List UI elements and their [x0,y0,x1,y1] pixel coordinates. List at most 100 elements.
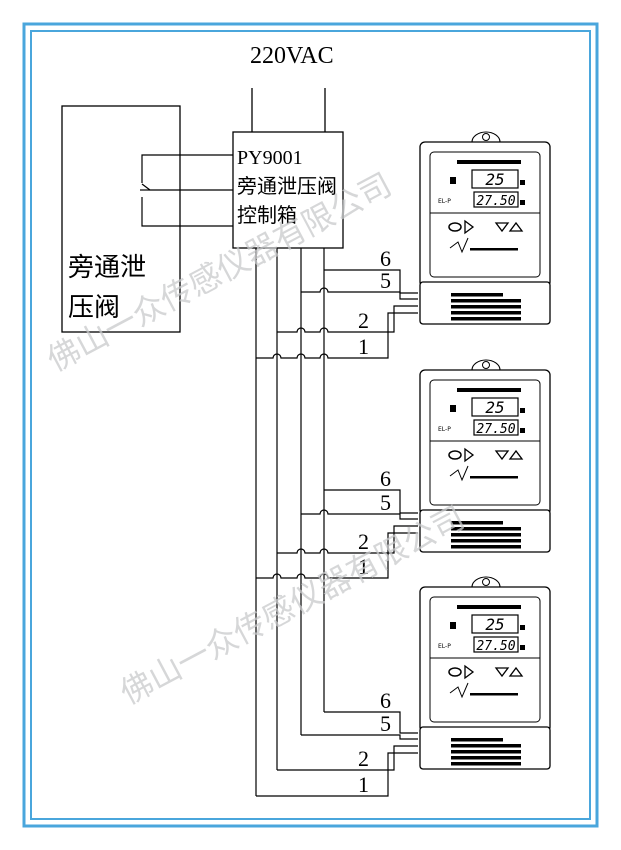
wire-label-w6: 6 [380,466,391,491]
brand-text-bar [470,693,518,696]
wire-w5-unit-3 [301,734,418,740]
display-upper [471,169,519,189]
wire-w6-unit-2 [324,489,418,514]
wire-label-w2: 2 [358,746,369,771]
wire-w5-unit-2 [301,509,418,520]
play-button-icon [464,447,475,463]
brand-logo-icon [449,682,469,699]
display-lower-value: 27.50 [476,194,515,209]
display-upper [471,397,519,417]
wire-w2-unit-2 [277,525,418,554]
set-button-icon [448,222,462,232]
meter-unit-2: 25 27.50 EL-P [419,359,551,553]
brand-logo-icon [449,237,469,254]
brand-text-bar [470,248,518,251]
display-lower [473,419,519,436]
up-button-icon [508,221,524,232]
wire-w2-unit-1 [277,305,418,333]
bus-wires [255,248,418,797]
valve-label-line1: 旁通泄 [68,253,146,282]
indicator-upper [520,180,525,185]
wire-label-w2: 2 [358,529,369,554]
display-lower [473,191,519,208]
terminal-bar [451,317,521,321]
display-lower-value: 27.50 [476,422,515,437]
meter-unit-3: 25 27.50 EL-P [419,576,551,770]
display-upper-value: 25 [485,170,504,189]
display-upper [471,614,519,634]
play-button-icon [464,664,475,680]
indicator-upper [520,408,525,413]
display-lower-value: 27.50 [476,639,515,654]
indicator-lower [520,428,525,433]
down-button-icon [494,667,510,678]
panel-left-label: EL-P [438,643,451,650]
display-upper-value: 25 [485,398,504,417]
indicator-lower [520,200,525,205]
wire-w6-unit-1 [324,269,418,294]
wire-label-w1: 1 [358,554,369,579]
terminal-bar [451,533,521,537]
panel-left-label: EL-P [438,198,451,205]
display-upper-value: 25 [485,615,504,634]
terminal-bar [451,305,521,309]
hanging-hole [482,361,490,369]
meter-title-bar [457,388,521,392]
terminal-bar [451,311,521,315]
set-button-icon [448,450,462,460]
brand-logo-icon [449,465,469,482]
meter-bezel [429,596,541,723]
indicator-lower [520,645,525,650]
controller-model: PY9001 [237,147,303,169]
wire-w1-unit-1 [256,312,418,359]
meter-bezel [429,379,541,506]
panel-left-label: EL-P [438,426,451,433]
terminal-bar [451,527,521,531]
wire-label-w1: 1 [358,334,369,359]
hanging-hole [482,578,490,586]
bypass-valve-box [61,105,181,333]
valve-label-line2: 压阀 [68,293,120,322]
wire-label-w6: 6 [380,688,391,713]
meter-title-bar [457,160,521,164]
terminal-bar [451,293,503,297]
controller-name-2: 控制箱 [237,204,297,227]
down-button-icon [494,450,510,461]
wire-label-w5: 5 [380,268,391,293]
wire-label-w6: 6 [380,246,391,271]
hanging-hole [482,133,490,141]
wire-w1-unit-3 [256,752,418,797]
wire-w6-unit-3 [324,711,418,734]
power-label: 220VAC [250,43,334,69]
wire-w5-unit-1 [301,287,418,300]
outer-frame-outer [22,22,599,828]
wire-label-w1: 1 [358,772,369,797]
set-button-icon [448,667,462,677]
wire-w1-unit-2 [256,532,418,579]
terminal-bar [451,299,521,303]
controller-box [232,131,344,249]
terminal-bar [451,762,521,766]
status-led [450,405,456,412]
outer-frame-inner [30,30,591,820]
display-lower [473,636,519,653]
terminal-bar [451,539,521,543]
terminal-bar [451,744,521,748]
meter-title-bar [457,605,521,609]
brand-text-bar [470,476,518,479]
controller-name: 旁通泄压阀 [237,175,337,198]
terminal-bar [451,750,521,754]
terminal-bar [451,545,521,549]
down-button-icon [494,222,510,233]
up-button-icon [508,666,524,677]
status-led [450,177,456,184]
wire-label-w2: 2 [358,308,369,333]
meter-unit-1: 25 27.50 EL-P [419,131,551,325]
watermark-2: 佛山一众传感仪器有限公司 [114,498,471,712]
terminal-bar [451,756,521,760]
up-button-icon [508,449,524,460]
terminal-bar [451,521,503,525]
wire-label-w5: 5 [380,711,391,736]
